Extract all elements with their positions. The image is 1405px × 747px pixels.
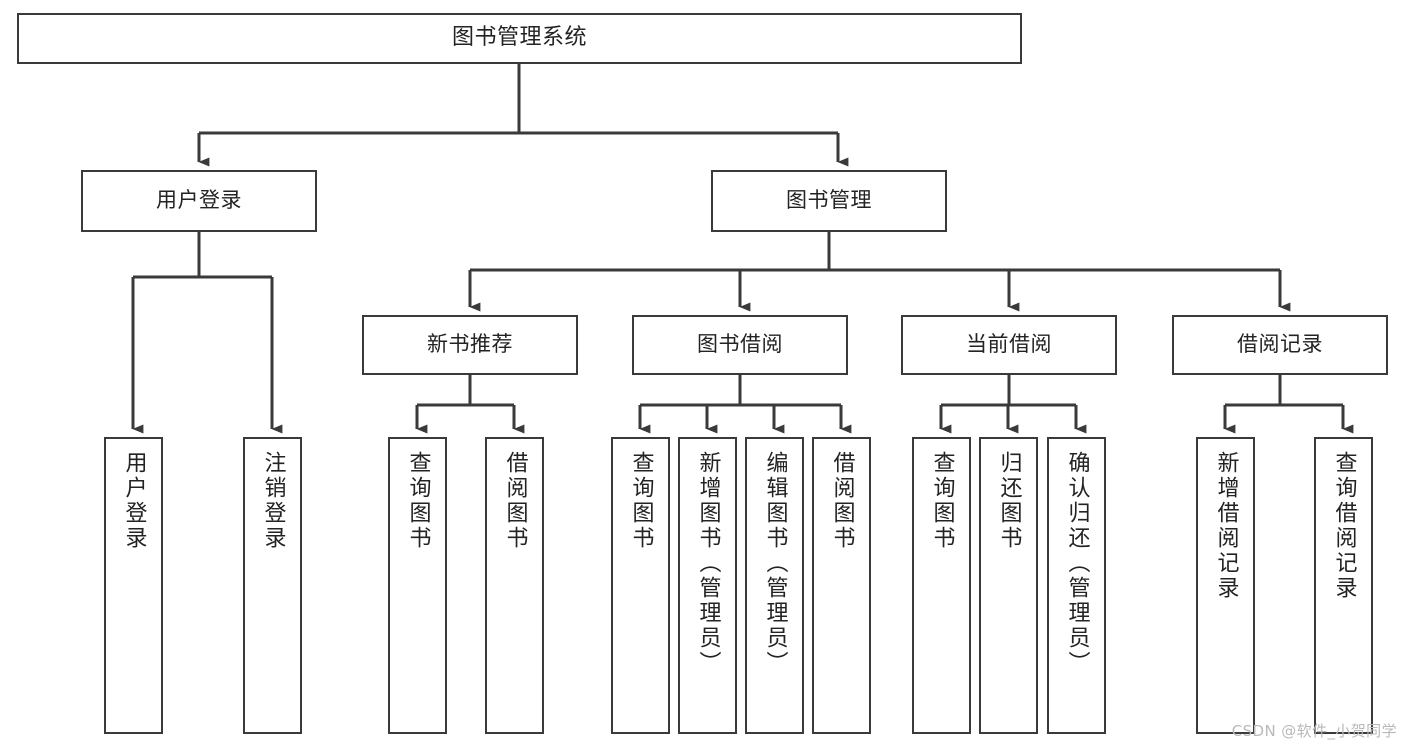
node-current-borrow-label: 当前借阅 (966, 332, 1052, 357)
node-root-system[interactable]: 图书管理系统 (17, 13, 1022, 64)
node-book-management-label: 图书管理 (786, 188, 872, 213)
leaf-current-borrow-3[interactable]: 确认归还（管理员） (1047, 437, 1106, 734)
leaf-current-borrow-2[interactable]: 归还图书 (979, 437, 1038, 734)
leaf-new-book-recommend-1[interactable]: 查询图书 (388, 437, 447, 734)
leaf-borrow-record-2-label: 查询借阅记录 (1331, 451, 1357, 601)
leaf-book-borrow-3[interactable]: 编辑图书（管理员） (745, 437, 804, 734)
leaf-book-borrow-3-label: 编辑图书（管理员） (762, 451, 788, 676)
leaf-book-borrow-4[interactable]: 借阅图书 (812, 437, 871, 734)
node-borrow-record-label: 借阅记录 (1237, 332, 1323, 357)
node-user-login[interactable]: 用户登录 (81, 170, 317, 232)
node-book-borrow[interactable]: 图书借阅 (632, 315, 848, 375)
node-new-book-recommend-label: 新书推荐 (427, 332, 513, 357)
leaf-current-borrow-1[interactable]: 查询图书 (912, 437, 971, 734)
leaf-book-borrow-1[interactable]: 查询图书 (611, 437, 670, 734)
node-current-borrow[interactable]: 当前借阅 (901, 315, 1117, 375)
leaf-book-borrow-1-label: 查询图书 (628, 451, 654, 551)
leaf-new-book-recommend-1-label: 查询图书 (405, 451, 431, 551)
leaf-book-borrow-4-label: 借阅图书 (829, 451, 855, 551)
node-borrow-record[interactable]: 借阅记录 (1172, 315, 1388, 375)
leaf-book-borrow-2-label: 新增图书（管理员） (695, 451, 721, 676)
leaf-current-borrow-1-label: 查询图书 (929, 451, 955, 551)
node-root-system-label: 图书管理系统 (451, 25, 587, 51)
leaf-borrow-record-1[interactable]: 新增借阅记录 (1196, 437, 1255, 734)
node-new-book-recommend[interactable]: 新书推荐 (362, 315, 578, 375)
leaf-new-book-recommend-2-label: 借阅图书 (502, 451, 528, 551)
leaf-new-book-recommend-2[interactable]: 借阅图书 (485, 437, 544, 734)
node-user-login-label: 用户登录 (156, 188, 242, 213)
leaf-current-borrow-2-label: 归还图书 (996, 451, 1022, 551)
leaf-user-login-2[interactable]: 注销登录 (243, 437, 302, 734)
node-book-management[interactable]: 图书管理 (711, 170, 947, 232)
leaf-user-login-2-label: 注销登录 (260, 451, 286, 551)
leaf-borrow-record-1-label: 新增借阅记录 (1213, 451, 1239, 601)
leaf-current-borrow-3-label: 确认归还（管理员） (1064, 451, 1090, 676)
node-book-borrow-label: 图书借阅 (697, 332, 783, 357)
leaf-book-borrow-2[interactable]: 新增图书（管理员） (678, 437, 737, 734)
leaf-borrow-record-2[interactable]: 查询借阅记录 (1314, 437, 1373, 734)
leaf-user-login-1-label: 用户登录 (121, 451, 147, 551)
csdn-watermark: CSDN @软件_小贺同学 (1231, 722, 1397, 740)
leaf-user-login-1[interactable]: 用户登录 (104, 437, 163, 734)
